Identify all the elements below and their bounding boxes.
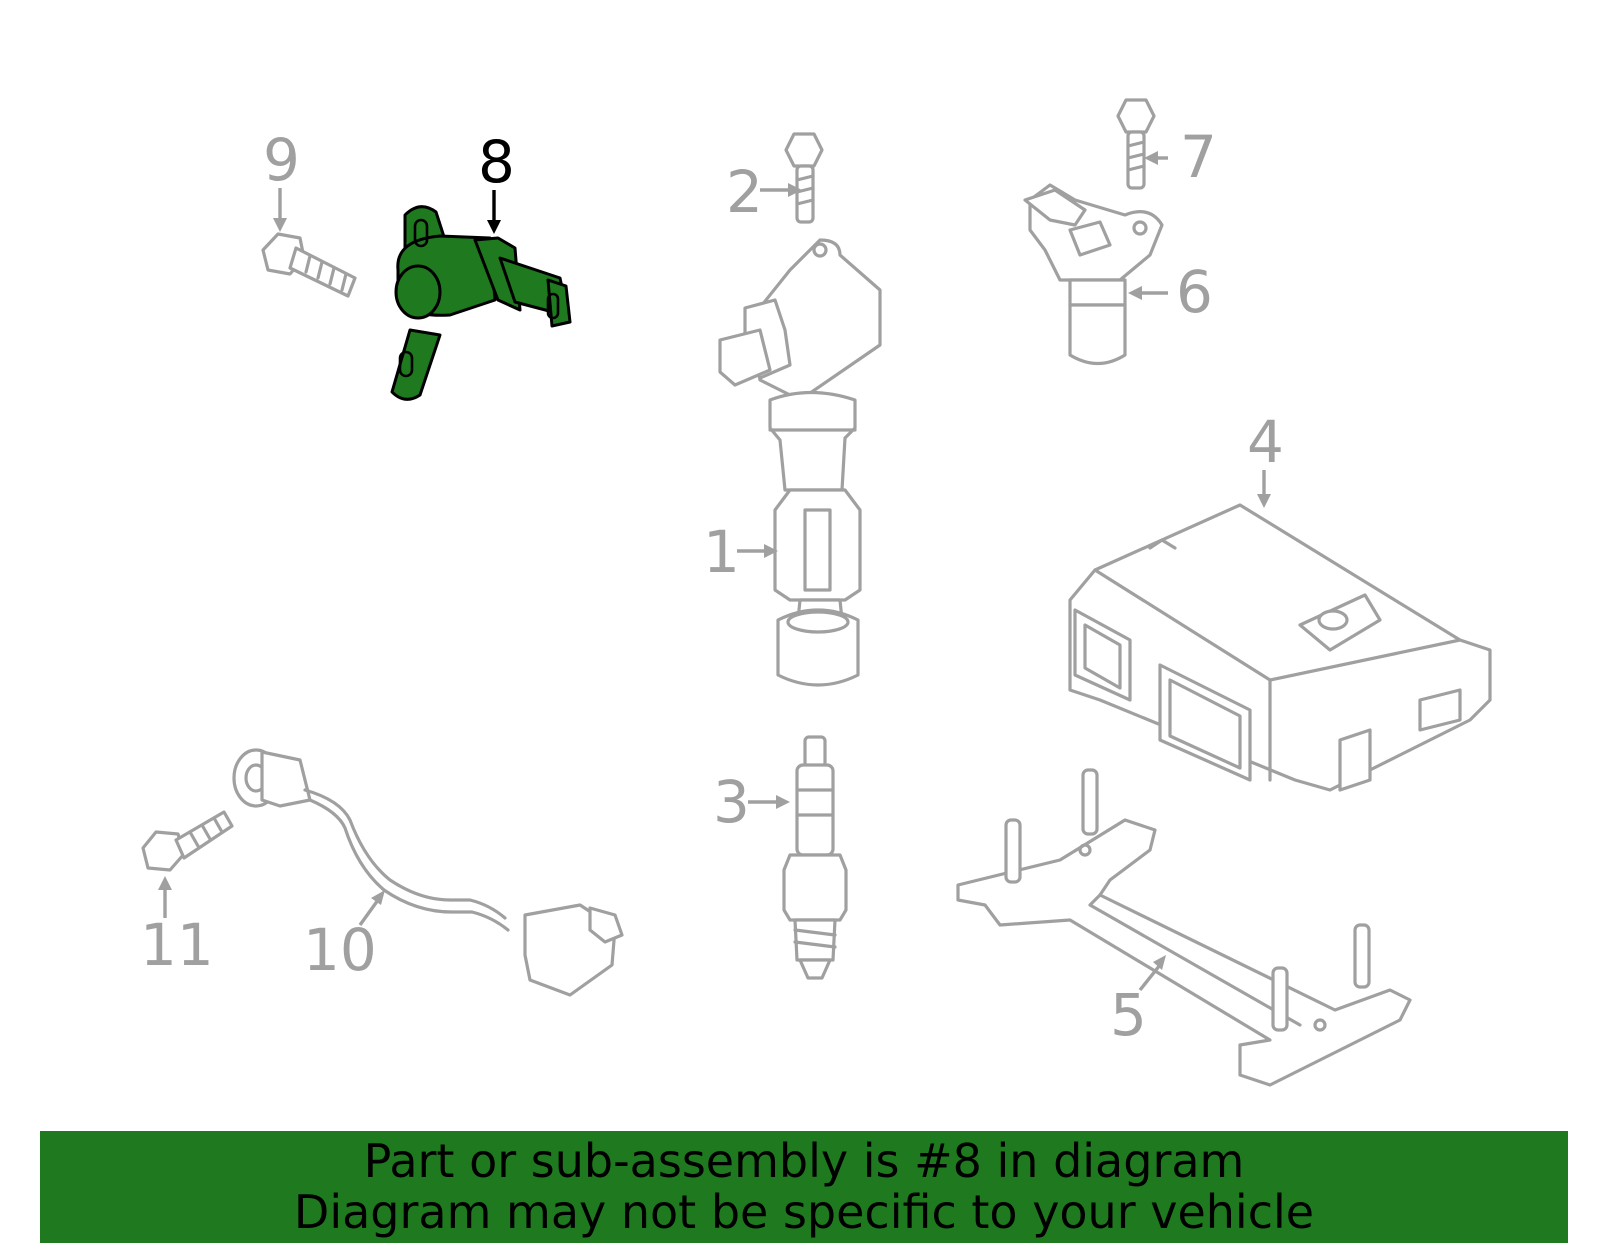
callout-4: 4 [1247,408,1284,508]
banner-line-disclaimer: Diagram may not be specific to your vehi… [293,1185,1315,1239]
info-banner: Part or sub-assembly is #8 in diagram Di… [40,1131,1568,1243]
callout-label-7: 7 [1180,123,1217,191]
callout-label-1: 1 [703,518,740,586]
callout-label-2: 2 [726,158,763,226]
callout-2: 2 [726,158,802,226]
callout-label-5: 5 [1110,981,1147,1049]
part-8-highlighted-sensor[interactable] [390,205,572,401]
part-7-bolt[interactable] [1116,98,1156,190]
callout-label-4: 4 [1247,408,1284,476]
part-4-ecu[interactable] [1068,503,1492,792]
part-11-bolt[interactable] [141,810,234,872]
part-5-bracket[interactable] [956,768,1412,1087]
callout-label-3: 3 [713,768,750,836]
callout-label-8: 8 [478,128,515,196]
callout-10: 10 [303,890,385,984]
part-1-ignition-coil[interactable] [718,238,882,687]
callout-label-6: 6 [1176,258,1213,326]
callout-11: 11 [140,876,214,979]
callout-7: 7 [1144,123,1217,191]
callout-9: 9 [263,126,300,232]
banner-line-part-number: Part or sub-assembly is #8 in diagram [363,1134,1245,1188]
callout-6: 6 [1128,258,1213,326]
part-2-bolt[interactable] [784,132,824,224]
part-10-knock-sensor[interactable] [232,748,624,997]
part-9-bolt[interactable] [261,232,357,298]
callout-label-10: 10 [303,916,377,984]
callout-label-9: 9 [263,126,300,194]
callout-5: 5 [1110,955,1166,1049]
callout-3: 3 [713,768,790,836]
part-3-spark-plug[interactable] [782,735,848,980]
callout-8: 8 [478,128,515,234]
part-6-sensor[interactable] [1023,183,1164,366]
callout-label-11: 11 [140,911,214,979]
callout-1: 1 [703,518,778,586]
